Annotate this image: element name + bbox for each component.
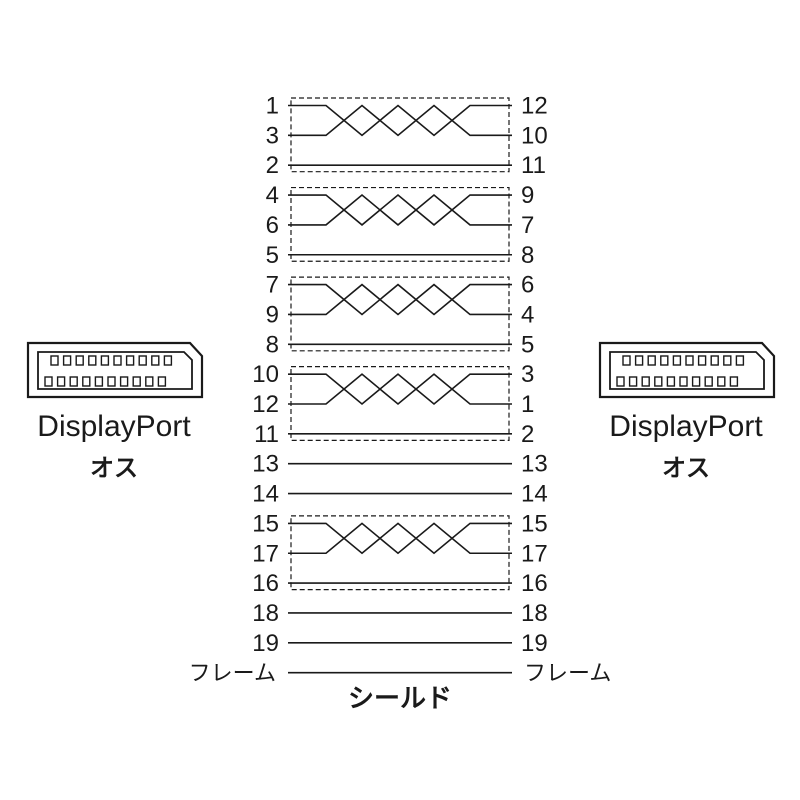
pin-label-right: 15: [521, 510, 548, 537]
twisted-wire: [288, 373, 512, 406]
pin-label-left: 6: [266, 212, 279, 239]
right-connector-icon: [598, 341, 776, 399]
pin-label-left: 9: [266, 301, 279, 328]
wires: [288, 104, 512, 674]
pin-label-left: 7: [266, 272, 279, 299]
pin-label-left: 10: [252, 361, 279, 388]
left-connector-name: DisplayPort: [37, 410, 191, 443]
right-connector-name: DisplayPort: [609, 410, 763, 443]
twisted-wire: [288, 283, 512, 316]
pin-label-right: 12: [521, 93, 548, 120]
pin-label-left: 19: [252, 630, 279, 657]
pin-label-left: 5: [266, 242, 279, 269]
pin-label-right: フレーム: [524, 662, 611, 687]
pin-label-left: 18: [252, 600, 279, 627]
left-connector-icon: [26, 341, 204, 399]
pin-label-left: フレーム: [189, 662, 276, 687]
pin-label-left: 8: [266, 331, 279, 358]
twisted-wire: [288, 104, 512, 137]
pin-label-right: 9: [521, 182, 534, 209]
pin-label-left: 15: [252, 510, 279, 537]
pin-label-right: 7: [521, 212, 534, 239]
pin-label-left: 17: [252, 540, 279, 567]
pin-label-right: 13: [521, 451, 548, 478]
pin-label-left: 12: [252, 391, 279, 418]
pin-label-left: 16: [252, 570, 279, 597]
twisted-wire: [288, 522, 512, 555]
pin-label-left: 13: [252, 451, 279, 478]
pin-label-right: 1: [521, 391, 534, 418]
pin-label-right: 11: [521, 152, 546, 179]
pin-label-right: 14: [521, 481, 548, 508]
twisted-wire: [288, 194, 512, 226]
twisted-wire: [288, 373, 512, 406]
twisted-wire: [288, 283, 512, 316]
left-connector-sub: オス: [90, 454, 138, 482]
shield-label: シールド: [347, 684, 452, 714]
pin-label-right: 8: [521, 242, 534, 269]
pin-label-right: 6: [521, 272, 534, 299]
twisted-wire: [288, 104, 512, 137]
pin-label-left: 4: [266, 182, 279, 209]
pin-label-left: 1: [266, 93, 279, 120]
pin-label-right: 16: [521, 570, 548, 597]
pin-label-left: 2: [266, 152, 279, 179]
right-connector-sub: オス: [662, 454, 710, 482]
pin-label-right: 3: [521, 361, 534, 388]
pin-label-right: 4: [521, 301, 534, 328]
pin-label-left: 11: [254, 421, 279, 448]
pin-label-right: 17: [521, 540, 548, 567]
pin-label-left: 3: [266, 122, 279, 149]
twisted-wire: [288, 194, 512, 226]
pin-label-right: 2: [521, 421, 534, 448]
pin-label-right: 10: [521, 122, 548, 149]
pin-label-right: 5: [521, 331, 534, 358]
pin-label-right: 19: [521, 630, 548, 657]
pin-label-left: 14: [252, 481, 279, 508]
twisted-wire: [288, 522, 512, 555]
pin-label-right: 18: [521, 600, 548, 627]
